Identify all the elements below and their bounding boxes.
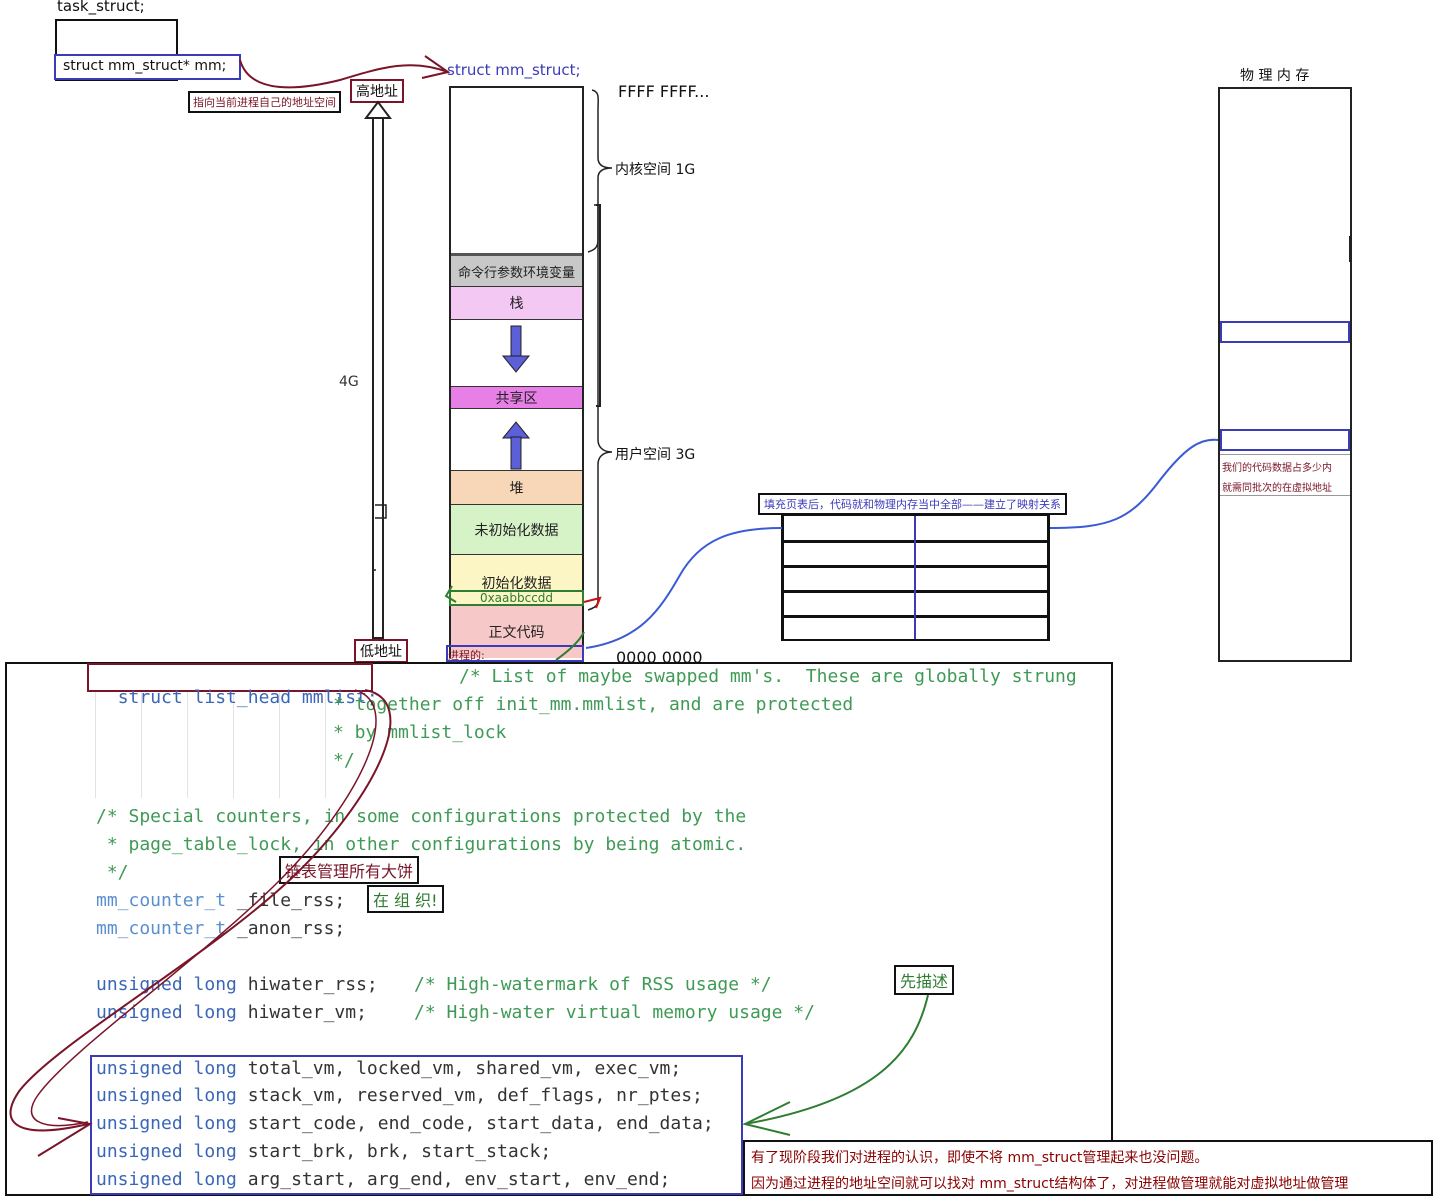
physical-memory-title: 物 理 内 存 <box>1240 68 1310 84</box>
field-hiwater-rss: hiwater_rss; <box>236 974 378 995</box>
mm-pointer-arrow <box>239 59 449 89</box>
segment-heap-label: 堆 <box>509 480 524 497</box>
physical-page <box>1220 429 1350 451</box>
stack-grow-down-arrow <box>501 325 531 373</box>
type-mm-counter: mm_counter_t <box>96 890 227 911</box>
stack-shared-bracket <box>596 204 601 407</box>
segment-stack-label: 栈 <box>509 296 524 312</box>
annot-linked-list: 链表管理所有大饼 <box>279 856 420 884</box>
size-4g-label: 4G <box>339 374 359 390</box>
fields-code-data-range: start_code, end_code, start_data, end_da… <box>236 1113 714 1134</box>
bottom-note-2: 因为通过进程的地址空间就可以找对 mm_struct结构体了，对进程做管理就能对… <box>751 1176 1349 1192</box>
annot-points-to-own-space: 指向当前进程自己的地址空间 <box>188 91 341 113</box>
code-comment-hiwater-rss: /* High-watermark of RSS usage */ <box>414 974 772 995</box>
physical-note-2: 就需同批次的在虚拟地址 <box>1222 483 1332 494</box>
code-comment-4: */ <box>333 750 355 771</box>
code-comment-6: * page_table_lock, in other configuratio… <box>96 834 747 855</box>
code-indent-guides <box>95 690 335 798</box>
code-comment-hiwater-vm: /* High-water virtual memory usage */ <box>414 1002 815 1023</box>
linked-list-arrowhead <box>37 1117 93 1157</box>
segment-shared-label: 共享区 <box>495 390 538 407</box>
segment-text-label: 正文代码 <box>488 625 545 641</box>
mm-pointer-label: struct mm_struct* mm; <box>63 58 227 74</box>
segment-text: 正文代码 <box>451 605 582 658</box>
linked-list-loop <box>9 689 392 1132</box>
segment-heap: 堆 <box>451 470 582 504</box>
code-line-anon-rss: mm_counter_t _anon_rss; <box>96 918 345 939</box>
segment-shared: 共享区 <box>451 386 582 408</box>
physical-note-box: 我们的代码数据占多少内 就需同批次的在虚拟地址 <box>1220 454 1350 496</box>
type-unsigned-long: unsigned long <box>96 1141 237 1162</box>
virtual-to-pagetable-curve <box>585 527 783 649</box>
code-comment-1: /* List of maybe swapped mm's. These are… <box>459 666 1077 687</box>
code-line-start-brk: unsigned long start_brk, brk, start_stac… <box>96 1141 551 1162</box>
code-comment-3: * by mmlist_lock <box>333 722 507 743</box>
address-space-column: 命令行参数环境变量 栈 共享区 堆 未初始化数据 初始化数据 正文代码 <box>449 86 584 658</box>
segment-env: 命令行参数环境变量 <box>451 253 582 286</box>
fields-stack-vm: stack_vm, reserved_vm, def_flags, nr_pte… <box>236 1085 703 1106</box>
top-address: FFFF FFFF... <box>618 82 710 101</box>
bottom-note-box: 有了现阶段我们对进程的认识，即使不将 mm_struct管理起来也没问题。 因为… <box>743 1140 1433 1196</box>
user-space-label: 用户空间 3G <box>615 447 696 463</box>
type-mm-counter: mm_counter_t <box>96 918 227 939</box>
pagetable-to-physical-curve <box>1049 438 1219 529</box>
code-line-stack-vm: unsigned long stack_vm, reserved_vm, def… <box>96 1085 703 1106</box>
field-hiwater-vm: hiwater_vm; <box>236 1002 367 1023</box>
type-unsigned-long: unsigned long <box>96 1002 237 1023</box>
code-line-hiwater-vm: unsigned long hiwater_vm; <box>96 1002 367 1023</box>
page-table <box>781 514 1050 641</box>
code-comment-2: * together off init_mm.mmlist, and are p… <box>333 694 854 715</box>
code-comment-7: */ <box>96 862 129 883</box>
physical-memory-column: 我们的代码数据占多少内 就需同批次的在虚拟地址 <box>1218 87 1352 662</box>
task-struct-box <box>55 19 178 81</box>
annot-organize: 在 组 织! <box>367 885 444 913</box>
low-address-label: 低地址 <box>354 639 408 663</box>
heap-grow-up-arrow <box>501 421 531 470</box>
code-line-arg-start: unsigned long arg_start, arg_end, env_st… <box>96 1169 670 1190</box>
linked-list-loop-2 <box>30 689 377 1127</box>
process-label: 进程的: <box>446 645 584 662</box>
green-pointer-left <box>444 585 457 603</box>
segment-data-label: 初始化数据 <box>481 576 552 592</box>
segment-stack: 栈 <box>451 286 582 319</box>
mm-pointer-field <box>54 54 241 80</box>
field-anon-rss: _anon_rss; <box>226 918 346 939</box>
address-axis-arrow <box>364 100 392 639</box>
annot-describe-first: 先描述 <box>894 965 955 995</box>
physical-page <box>1220 321 1350 343</box>
region-fields-box <box>90 1055 743 1195</box>
segment-bss: 未初始化数据 <box>451 504 582 554</box>
type-unsigned-long: unsigned long <box>96 1169 237 1190</box>
segment-data: 初始化数据 <box>451 554 582 605</box>
code-line-total-vm: unsigned long total_vm, locked_vm, share… <box>96 1058 681 1079</box>
mmlist-field-box <box>87 663 373 692</box>
data-address-marker <box>583 596 602 609</box>
mm-struct-label: struct mm_struct; <box>447 61 581 79</box>
task-struct-title: task_struct; <box>57 0 145 15</box>
green-pointer-bottom <box>555 631 585 661</box>
mm-pointer-arrowhead <box>421 55 451 79</box>
type-unsigned-long: unsigned long <box>96 1085 237 1106</box>
segment-bss-label: 未初始化数据 <box>474 522 559 539</box>
code-comment-5: /* Special counters, in some configurati… <box>96 806 747 827</box>
page-table-divider <box>914 516 916 639</box>
type-unsigned-long: unsigned long <box>96 1113 237 1134</box>
fields-arg-env: arg_start, arg_end, env_start, env_end; <box>236 1169 671 1190</box>
fields-vm-counts: total_vm, locked_vm, shared_vm, exec_vm; <box>236 1058 682 1079</box>
code-line-mmlist: struct list_head mmlist; <box>96 666 378 708</box>
bottom-note-1: 有了现阶段我们对进程的认识，即使不将 mm_struct管理起来也没问题。 <box>751 1150 1209 1166</box>
segment-env-label: 命令行参数环境变量 <box>457 265 575 281</box>
code-line-start-code: unsigned long start_code, end_code, star… <box>96 1113 714 1134</box>
kernel-space-label: 内核空间 1G <box>615 162 696 178</box>
fields-heap-stack: start_brk, brk, start_stack; <box>236 1141 552 1162</box>
mmlist-declaration: struct list_head mmlist; <box>117 687 378 708</box>
physical-note-1: 我们的代码数据占多少内 <box>1222 463 1332 474</box>
describe-first-arrow <box>744 994 929 1125</box>
type-unsigned-long: unsigned long <box>96 1058 237 1079</box>
axis-bracket <box>372 504 387 571</box>
describe-first-arrowhead <box>742 1101 791 1136</box>
